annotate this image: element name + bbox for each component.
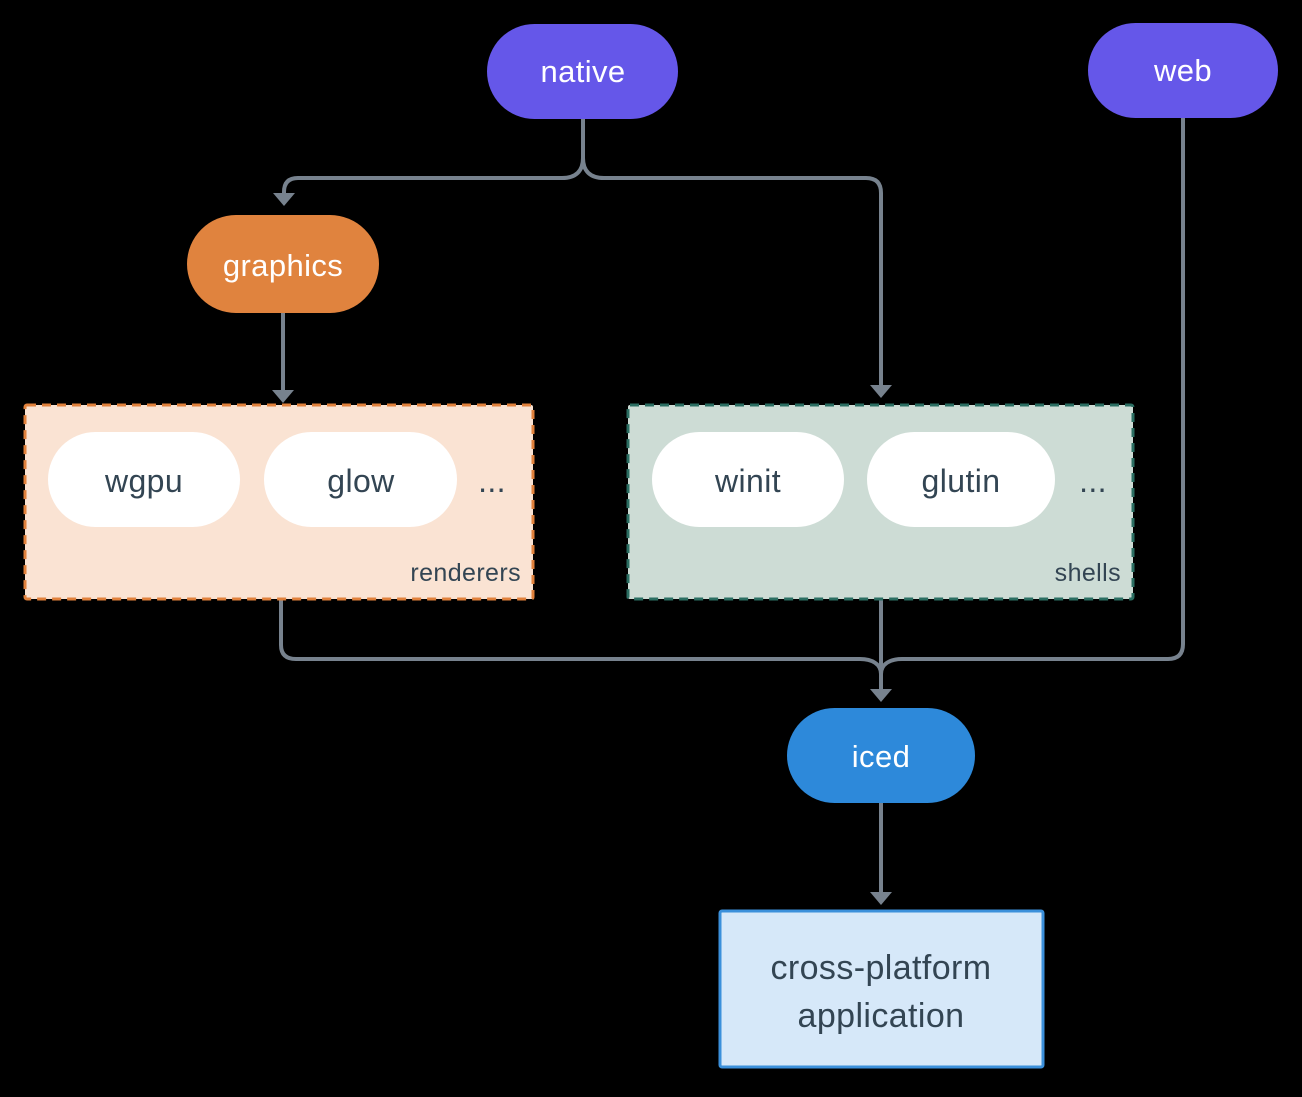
arrowhead-graphics xyxy=(273,193,295,206)
node-glow-label: glow xyxy=(327,463,395,499)
node-iced-label: iced xyxy=(852,739,910,774)
arrowhead-app xyxy=(870,892,892,905)
arrowhead-shells xyxy=(870,385,892,398)
app-box xyxy=(718,909,1045,1069)
arrowhead-renderers xyxy=(272,390,294,403)
node-winit xyxy=(652,432,844,527)
node-web: web xyxy=(1088,23,1278,118)
node-glow xyxy=(264,432,457,527)
node-glutin-label: glutin xyxy=(922,463,1001,499)
app-node: cross-platform application xyxy=(718,909,1045,1069)
node-graphics-label: graphics xyxy=(223,248,343,283)
node-native: native xyxy=(487,24,678,119)
node-wgpu xyxy=(48,432,240,527)
shells-more-ellipsis: ... xyxy=(1079,463,1107,499)
app-label-line1: cross-platform xyxy=(771,949,992,987)
renderers-more-ellipsis: ... xyxy=(478,463,506,499)
node-wgpu-label: wgpu xyxy=(104,463,183,499)
renderers-group: wgpu glow ... renderers xyxy=(23,403,535,601)
node-graphics-pill xyxy=(187,215,379,313)
node-native-label: native xyxy=(540,54,625,89)
node-iced: iced xyxy=(787,708,975,803)
arrowhead-iced xyxy=(870,689,892,702)
node-web-label: web xyxy=(1153,53,1212,88)
app-label-line2: application xyxy=(798,997,965,1035)
shells-group: winit glutin ... shells xyxy=(626,403,1135,601)
shells-group-label: shells xyxy=(1055,559,1121,587)
renderers-group-label: renderers xyxy=(410,559,521,587)
edge-web-to-merge xyxy=(879,118,1185,675)
node-native-pill xyxy=(487,24,678,119)
edge-native-to-shells xyxy=(581,157,883,385)
edges xyxy=(272,118,1185,905)
edge-native-to-graphics xyxy=(282,157,585,194)
node-graphics: graphics xyxy=(187,215,379,313)
node-glutin xyxy=(867,432,1055,527)
node-iced-pill xyxy=(787,708,975,803)
node-winit-label: winit xyxy=(714,463,781,499)
edge-renderers-to-merge xyxy=(279,599,883,675)
node-web-pill xyxy=(1088,23,1278,118)
